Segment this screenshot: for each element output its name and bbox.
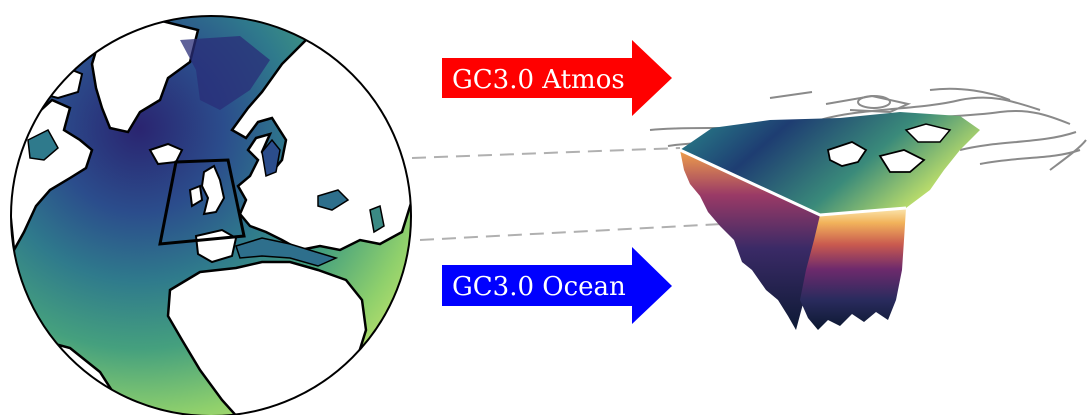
ocean-arrow: GC3.0 Ocean: [442, 247, 672, 324]
surface-land: [826, 141, 868, 167]
surface-edge: [679, 148, 907, 217]
surface-land-2: [878, 149, 926, 173]
land-great-britain: [200, 164, 226, 216]
ocean-arrow-shape: [442, 247, 672, 324]
baltic-sea: [261, 138, 281, 178]
globe: [10, 15, 412, 415]
atmos-arrow-label: GC3.0 Atmos: [452, 65, 625, 95]
land-iceland: [148, 142, 184, 166]
depth-face-front: [800, 208, 906, 330]
depth-face-left: [680, 150, 820, 330]
black-sea: [317, 189, 350, 211]
globe-outline: [10, 15, 412, 415]
arctic-ocean-patch: [180, 36, 270, 110]
land-ireland: [188, 184, 204, 208]
regional-model-3d: [649, 87, 1087, 330]
land-greenland: [90, 16, 200, 134]
guide-line-bottom: [419, 221, 761, 241]
caspian-sea: [369, 204, 385, 234]
atmos-arrow: GC3.0 Atmos: [442, 40, 672, 116]
regional-domain-outline: [158, 158, 246, 246]
mediterranean-sea: [235, 237, 339, 267]
guide-lines: [411, 147, 761, 241]
ocean-arrow-label: GC3.0 Ocean: [452, 272, 626, 302]
surface-land-3: [904, 123, 952, 143]
land-arctic-islands: [38, 64, 84, 100]
guide-line-top: [411, 147, 681, 159]
land-iberia: [194, 228, 238, 264]
hudson-bay: [27, 129, 59, 161]
land-north-america: [11, 98, 94, 255]
atmos-arrow-shape: [442, 40, 672, 116]
sea-surface-top: [680, 112, 980, 215]
land-africa: [166, 260, 368, 415]
